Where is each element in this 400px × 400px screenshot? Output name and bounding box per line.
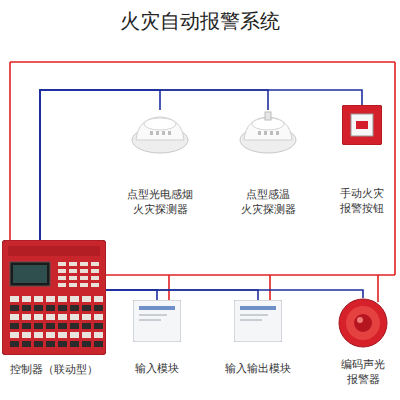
sounder-strobe: 编码声光 报警器: [326, 298, 400, 388]
power-line: [104, 274, 395, 276]
power-line: [394, 62, 396, 275]
control-panel-icon: [2, 240, 106, 355]
signal-wire: [106, 290, 157, 300]
smoke-detector-icon: [130, 110, 190, 155]
device-label: 输入模块: [115, 362, 199, 377]
call-point: 手动火灾 报警按钮: [325, 105, 399, 217]
signal-wire: [106, 290, 363, 298]
power-line: [269, 275, 271, 300]
control-panel: 控制器（联动型）: [0, 240, 108, 378]
signal-wire: [40, 90, 362, 240]
power-line: [377, 275, 379, 302]
device-label: 输入输出模块: [216, 362, 300, 377]
io-module: 输入输出模块: [216, 300, 300, 377]
io-module-icon: [234, 300, 282, 342]
power-line: [9, 62, 11, 240]
smoke-detector: 点型光电感烟 火灾探测器: [113, 110, 207, 218]
device-label: 点型光电感烟 火灾探测器: [113, 188, 207, 218]
device-label: 控制器（联动型）: [0, 363, 108, 378]
signal-wire: [40, 90, 160, 240]
call-point-icon: [342, 105, 382, 145]
signal-wire: [40, 90, 268, 240]
device-label: 手动火灾 报警按钮: [325, 187, 399, 217]
device-label: 编码声光 报警器: [326, 358, 400, 388]
io-module-icon: [133, 300, 181, 342]
heat-detector: 点型感温 火灾探测器: [221, 110, 315, 218]
power-line: [10, 61, 395, 63]
sounder-strobe-icon: [338, 298, 388, 348]
diagram-title: 火灾自动报警系统: [0, 8, 400, 35]
heat-detector-icon: [238, 110, 298, 155]
io-module: 输入模块: [115, 300, 199, 377]
device-label: 点型感温 火灾探测器: [221, 188, 315, 218]
signal-wire: [106, 290, 258, 300]
power-line: [168, 275, 170, 300]
